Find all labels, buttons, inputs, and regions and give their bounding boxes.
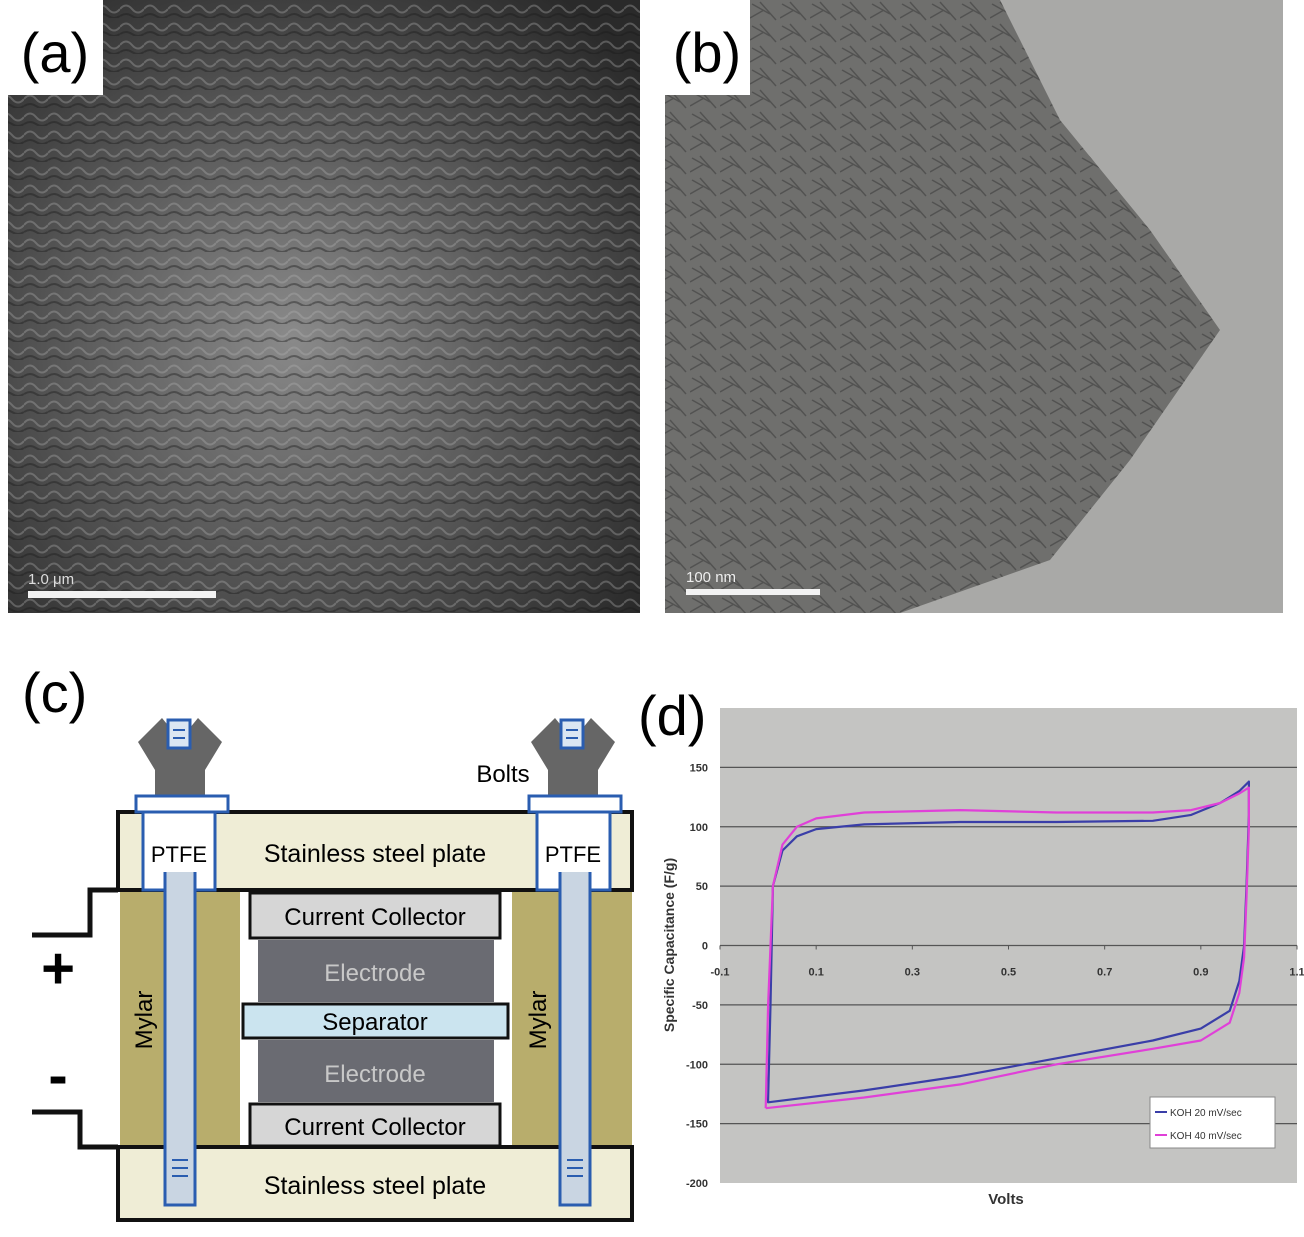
panel-b-tem-image: (b) 100 nm <box>665 0 1283 613</box>
panel-d-label: (d) <box>638 684 706 747</box>
top-current-collector <box>248 891 502 940</box>
panel-b-scale-bar <box>686 589 820 595</box>
y-tick-label: -50 <box>692 1000 708 1012</box>
bottom-current-collector-label: Current Collector <box>284 1114 465 1141</box>
y-tick-label: -150 <box>686 1119 708 1131</box>
top-electrode <box>258 940 494 1002</box>
panel-b-label-box <box>665 0 750 95</box>
x-tick-label: 0.5 <box>1001 967 1016 979</box>
left-mylar-label: Mylar <box>131 991 158 1050</box>
separator-label: Separator <box>322 1009 427 1036</box>
x-tick-label: 0.7 <box>1097 967 1112 979</box>
panel-a-sem-image: (a) 1.0 μm <box>8 0 640 613</box>
negative-wire <box>32 1109 118 1150</box>
top-current-collector-label: Current Collector <box>284 904 465 931</box>
panel-b-label: (b) <box>673 21 741 84</box>
x-tick-label: 0.1 <box>809 967 824 979</box>
right-mylar-label: Mylar <box>525 991 552 1050</box>
panel-c-cell-diagram: (c) + - Stainless steel plate Stainless … <box>22 661 634 1222</box>
panel-b-scale-label: 100 nm <box>686 569 736 586</box>
top-steel-plate-label: Stainless steel plate <box>264 840 486 868</box>
separator <box>241 1002 510 1040</box>
bottom-current-collector <box>248 1102 502 1148</box>
y-tick-label: -200 <box>686 1178 708 1190</box>
right-ptfe-label: PTFE <box>545 842 601 867</box>
left-ptfe-label: PTFE <box>151 842 207 867</box>
series-line-2 <box>764 786 1251 1110</box>
y-tick-label: -100 <box>686 1059 708 1071</box>
x-axis-label: Volts <box>988 1191 1024 1208</box>
y-tick-label: 0 <box>702 941 708 953</box>
legend-label-series2: KOH 40 mV/sec <box>1170 1131 1242 1142</box>
panel-c-label: (c) <box>22 661 87 724</box>
x-tick-label: 0.3 <box>905 967 920 979</box>
positive-wire <box>32 887 118 938</box>
plus-sign: + <box>41 936 75 1001</box>
y-tick-label: 50 <box>696 881 708 893</box>
panel-a-scale-bar <box>28 591 216 598</box>
panel-a-label: (a) <box>21 21 89 84</box>
x-tick-label: -0.1 <box>711 967 730 979</box>
series-line-1 <box>766 780 1251 1104</box>
left-bolt <box>134 718 230 1207</box>
panel-a-label-box <box>8 0 103 95</box>
y-tick-label: 150 <box>690 762 708 774</box>
legend: KOH 20 mV/sec KOH 40 mV/sec <box>1149 1096 1276 1149</box>
x-tick-label: 1.1 <box>1289 967 1304 979</box>
x-tick-label: 0.9 <box>1193 967 1208 979</box>
minus-sign: - <box>48 1043 67 1108</box>
panel-d-cv-chart: (d) 150 100 50 0 -50 -100 -150 -200 -0.1 0.1 0.3 0… <box>638 684 1304 1208</box>
panel-a-scale-label: 1.0 μm <box>28 571 74 588</box>
bottom-electrode-label: Electrode <box>324 1061 425 1088</box>
legend-label-series1: KOH 20 mV/sec <box>1170 1108 1242 1119</box>
y-axis-label: Specific Capacitance (F/g) <box>661 858 677 1032</box>
bottom-steel-plate-label: Stainless steel plate <box>264 1172 486 1200</box>
bolts-label: Bolts <box>476 761 529 788</box>
y-tick-label: 100 <box>690 822 708 834</box>
bottom-electrode <box>258 1040 494 1102</box>
top-electrode-label: Electrode <box>324 960 425 987</box>
